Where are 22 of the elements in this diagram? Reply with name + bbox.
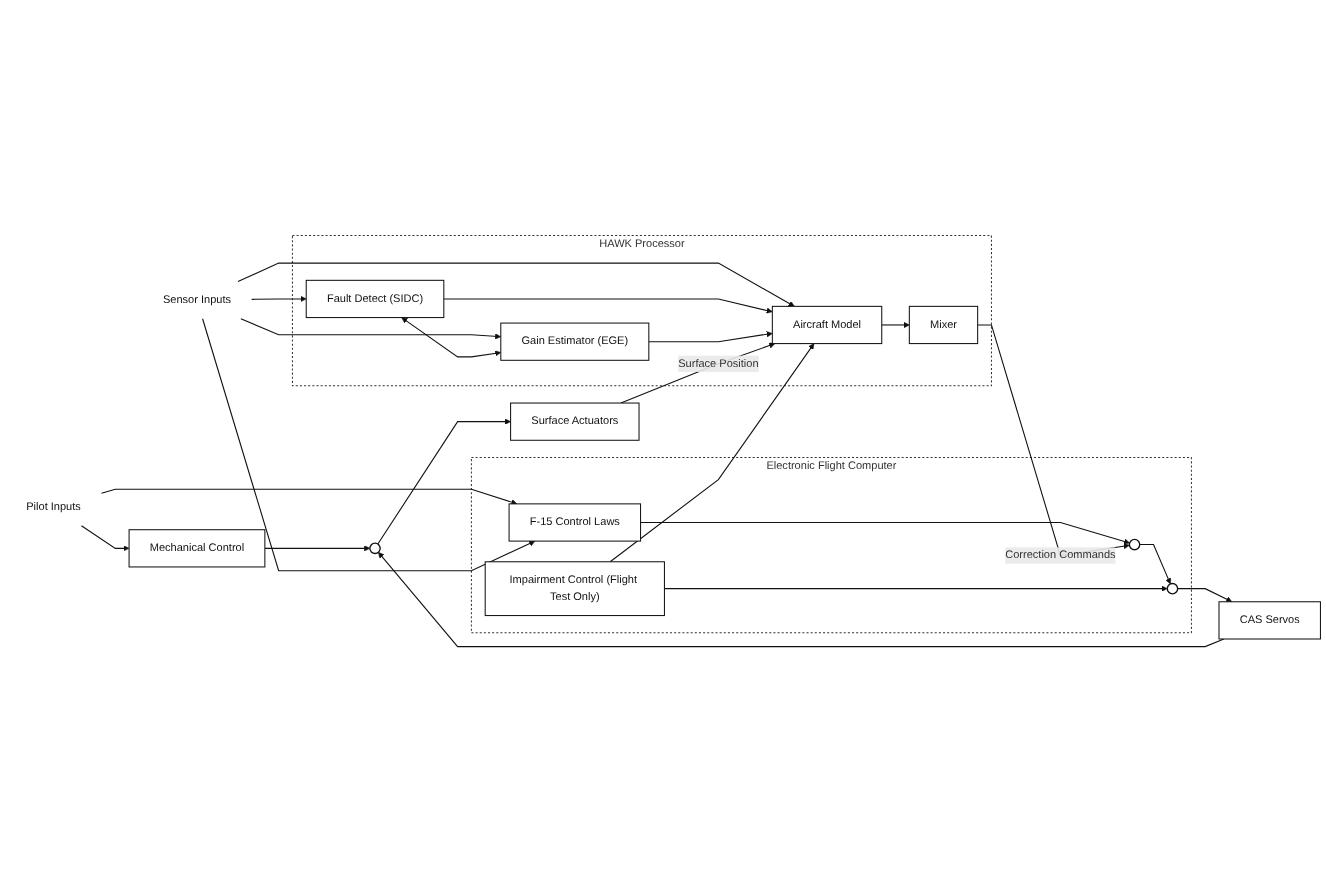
arrow bbox=[620, 343, 776, 405]
arrow bbox=[1177, 589, 1233, 603]
arrow bbox=[640, 522, 1130, 546]
arrow bbox=[609, 344, 815, 564]
arrow bbox=[378, 552, 1225, 649]
arrow bbox=[237, 263, 795, 308]
arrow bbox=[1139, 544, 1172, 586]
arrow bbox=[100, 489, 518, 506]
arrow bbox=[881, 322, 910, 329]
node-circle bbox=[369, 543, 381, 556]
arrow bbox=[264, 546, 371, 553]
arrow bbox=[443, 299, 773, 315]
node-circle bbox=[1166, 583, 1179, 596]
arrow bbox=[202, 319, 536, 573]
arrow bbox=[648, 332, 773, 344]
arrow bbox=[377, 419, 511, 546]
arrow bbox=[80, 526, 130, 553]
arrow bbox=[251, 296, 307, 303]
arrow bbox=[240, 319, 502, 341]
node-circle bbox=[1128, 539, 1141, 552]
arrow bbox=[401, 318, 502, 359]
arrow bbox=[663, 586, 1168, 593]
